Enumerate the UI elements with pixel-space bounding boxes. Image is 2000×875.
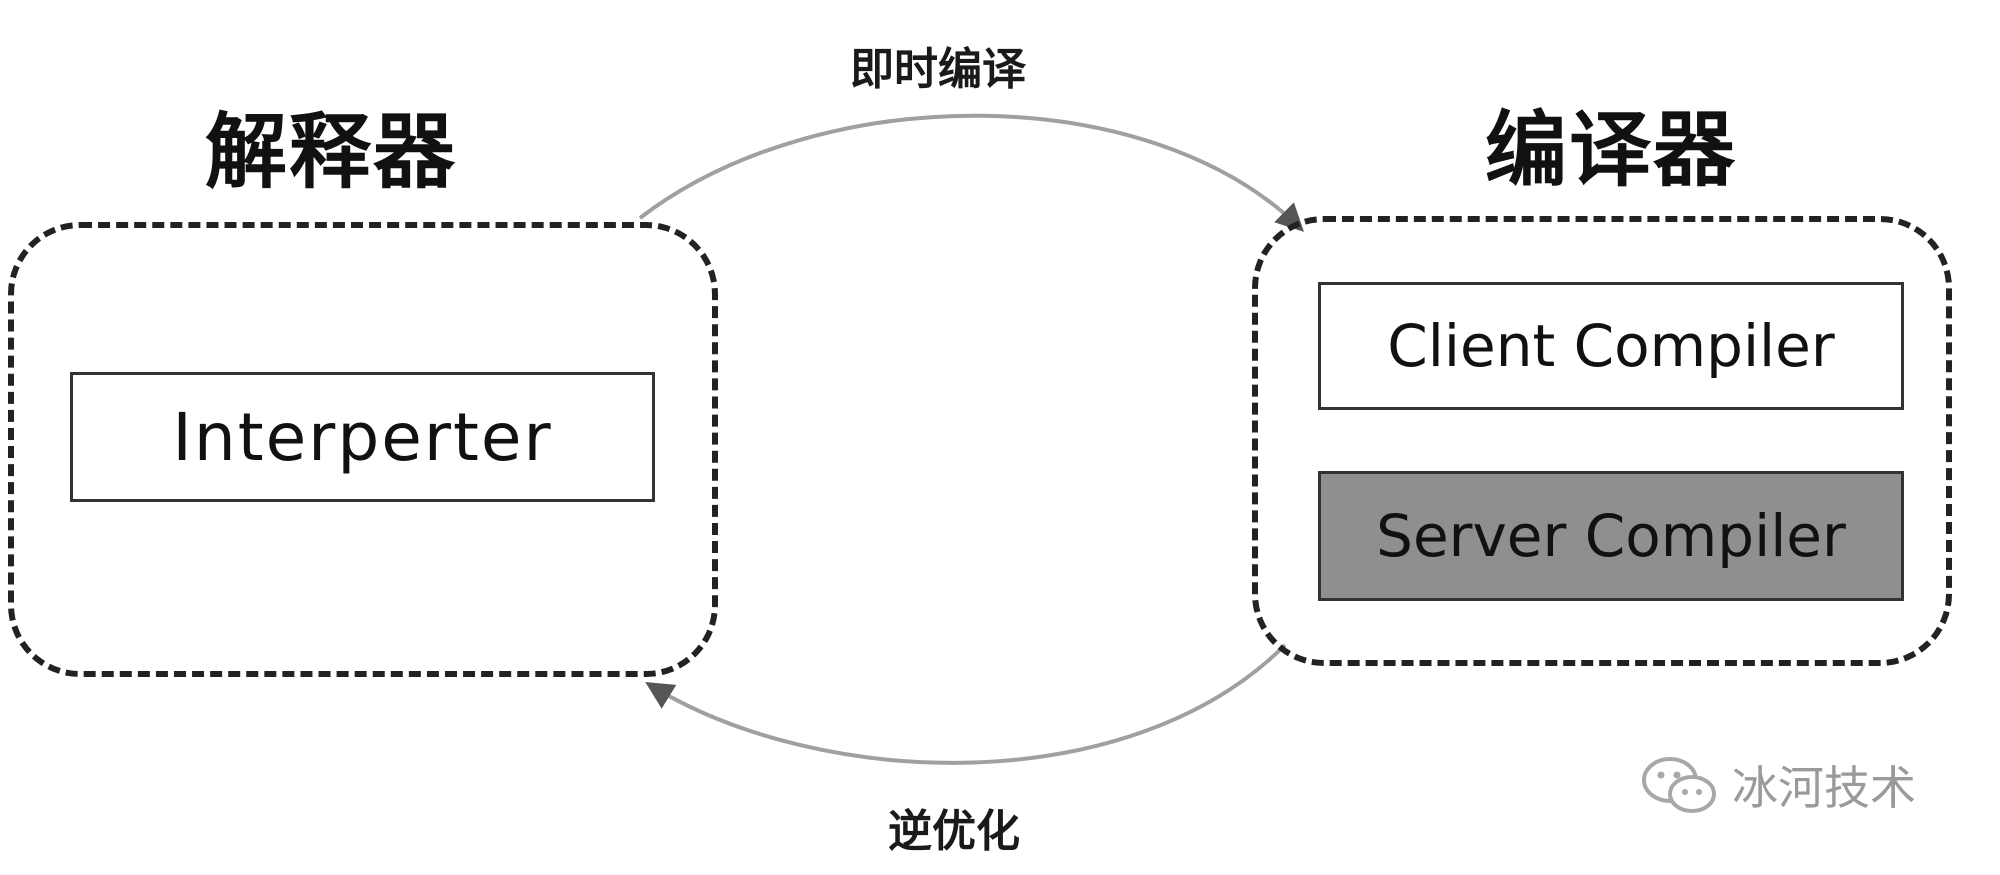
interpreter-node: Interperter xyxy=(70,372,655,502)
wechat-icon xyxy=(1642,757,1716,813)
jit-edge-label: 即时编译 xyxy=(850,44,1026,95)
compiler-group-title: 编译器 xyxy=(1485,103,1738,198)
interpreter-group xyxy=(8,222,718,677)
watermark-text: 冰河技术 xyxy=(1732,761,1916,815)
interpreter-group-title: 解释器 xyxy=(205,105,458,200)
watermark: 冰河技术 xyxy=(1640,752,1916,818)
server-compiler-node: Server Compiler xyxy=(1318,471,1904,601)
jit-arrow xyxy=(638,113,1304,232)
deopt-edge-label: 逆优化 xyxy=(888,806,1020,857)
client-compiler-node: Client Compiler xyxy=(1318,282,1904,410)
compiler-group xyxy=(1252,216,1952,666)
deopt-arrow xyxy=(645,643,1287,765)
